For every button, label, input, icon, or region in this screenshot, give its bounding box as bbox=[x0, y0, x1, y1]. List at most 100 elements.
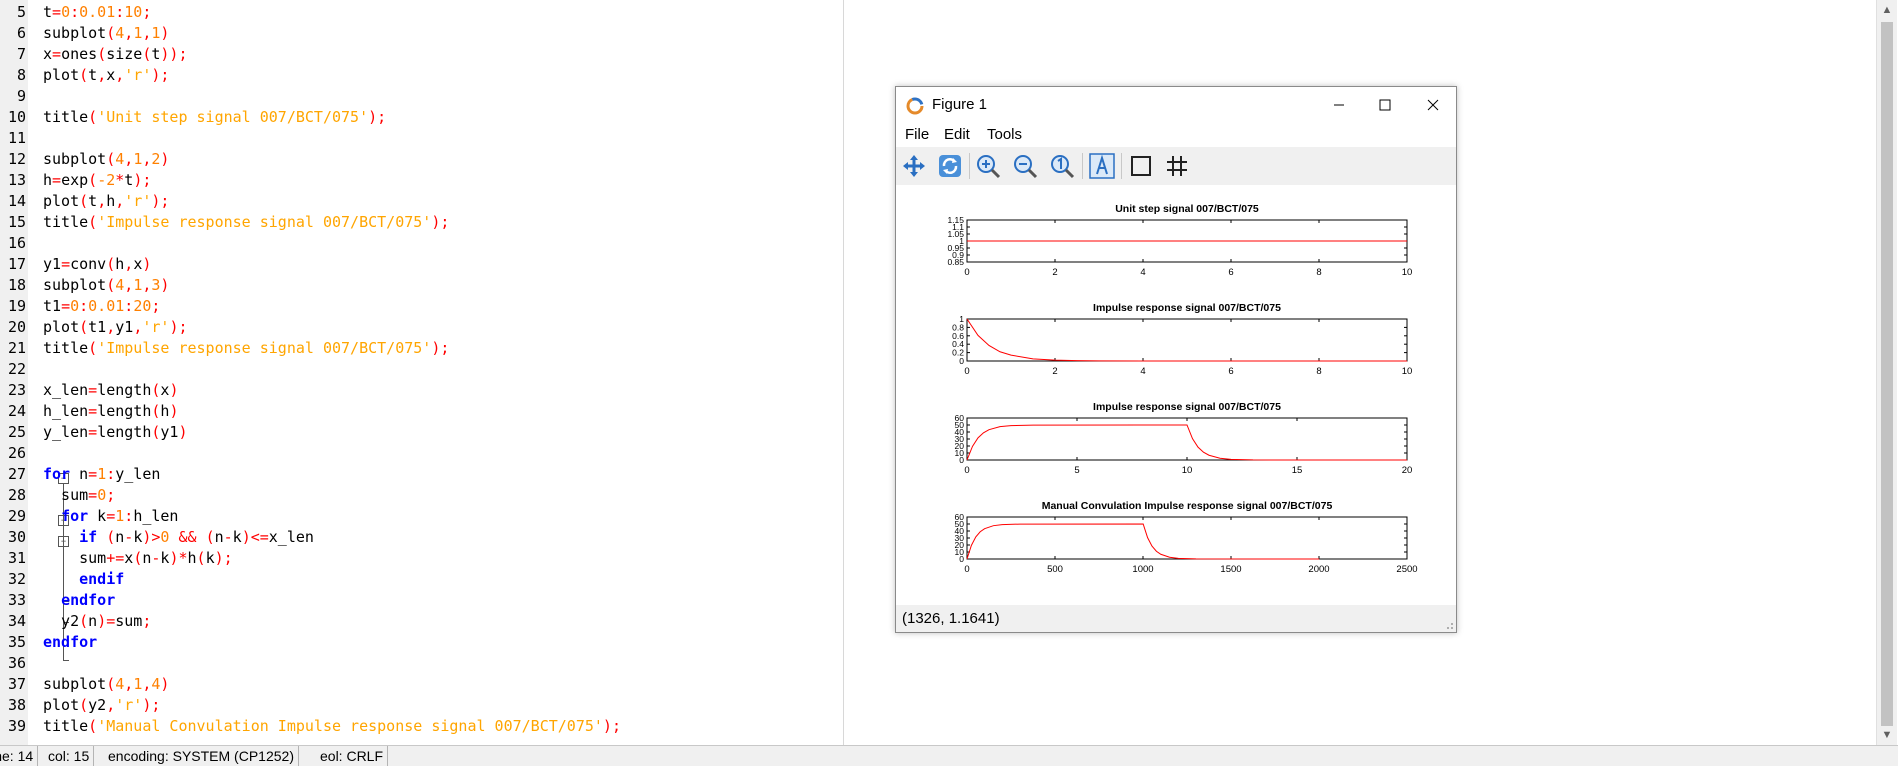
code-token: ( bbox=[88, 108, 98, 126]
code-line[interactable]: for n=1:y_len bbox=[43, 464, 160, 485]
code-line[interactable]: sum+=x(n-k)*h(k); bbox=[43, 548, 233, 569]
menu-tools[interactable]: Tools bbox=[987, 126, 1023, 143]
code-line[interactable]: x_len=length(x) bbox=[43, 380, 178, 401]
x-tick-label: 10 bbox=[1402, 267, 1413, 278]
code-line[interactable]: title('Impulse response signal 007/BCT/0… bbox=[43, 338, 449, 359]
line-number: 9 bbox=[16, 87, 26, 105]
code-token: endif bbox=[79, 570, 125, 588]
toolbar-separator bbox=[1121, 153, 1122, 179]
resize-grip-icon[interactable] bbox=[1444, 620, 1454, 630]
code-line[interactable]: title('Manual Convulation Impulse respon… bbox=[43, 716, 621, 737]
scrollbar-thumb[interactable] bbox=[1881, 22, 1893, 726]
pan-icon[interactable] bbox=[900, 152, 928, 180]
code-token: ; bbox=[142, 612, 152, 630]
vertical-scrollbar[interactable]: ▲ ▼ bbox=[1876, 0, 1897, 745]
maximize-button[interactable] bbox=[1362, 87, 1408, 123]
y-tick-label: 1.05 bbox=[947, 229, 964, 239]
line-number: 14 bbox=[7, 192, 26, 210]
minimize-button[interactable] bbox=[1316, 87, 1362, 123]
x-tick-label: 1000 bbox=[1132, 564, 1153, 575]
code-line[interactable]: x=ones(size(t)); bbox=[43, 44, 188, 65]
code-token: sum bbox=[115, 612, 143, 630]
zoom-in-icon[interactable] bbox=[974, 152, 1002, 180]
y-tick-label: 1 bbox=[959, 236, 964, 246]
code-line[interactable]: y2(n)=sum; bbox=[43, 611, 151, 632]
fold-line bbox=[63, 601, 69, 602]
code-line[interactable]: title('Impulse response signal 007/BCT/0… bbox=[43, 212, 449, 233]
code-token: : bbox=[124, 297, 134, 315]
code-token: , bbox=[133, 318, 143, 336]
code-token: ( bbox=[106, 255, 116, 273]
code-token: ) bbox=[160, 276, 170, 294]
code-line[interactable]: t=0:0.01:10; bbox=[43, 2, 151, 23]
menu-edit[interactable]: Edit bbox=[944, 126, 970, 143]
zoom-out-icon[interactable] bbox=[1011, 152, 1039, 180]
scroll-up-icon[interactable]: ▲ bbox=[1881, 4, 1893, 16]
code-token: ( bbox=[88, 213, 98, 231]
code-token: = bbox=[88, 423, 98, 441]
line-number: 23 bbox=[7, 381, 26, 399]
code-line[interactable]: sum=0; bbox=[43, 485, 115, 506]
y-tick-label: 20 bbox=[955, 540, 965, 550]
code-token: ; bbox=[440, 213, 450, 231]
code-line[interactable]: h=exp(-2*t); bbox=[43, 170, 151, 191]
code-line[interactable]: plot(t,h,'r'); bbox=[43, 191, 169, 212]
code-line[interactable]: title('Unit step signal 007/BCT/075'); bbox=[43, 107, 386, 128]
code-line[interactable]: if (n-k)>0 && (n-k)<=x_len bbox=[43, 527, 314, 548]
code-line[interactable]: y1=conv(h,x) bbox=[43, 254, 151, 275]
x-tick-label: 0 bbox=[964, 564, 969, 575]
code-line[interactable]: endfor bbox=[43, 590, 115, 611]
code-line[interactable]: t1=0:0.01:20; bbox=[43, 296, 160, 317]
line-number: 11 bbox=[7, 129, 26, 147]
box-icon[interactable] bbox=[1127, 152, 1155, 180]
code-token: ( bbox=[106, 675, 116, 693]
code-line[interactable]: plot(t1,y1,'r'); bbox=[43, 317, 188, 338]
code-line[interactable]: subplot(4,1,3) bbox=[43, 275, 169, 296]
code-line[interactable]: subplot(4,1,4) bbox=[43, 674, 169, 695]
code-token: 1 bbox=[115, 507, 125, 525]
code-token: : bbox=[79, 297, 89, 315]
code-line[interactable]: for k=1:h_len bbox=[43, 506, 178, 527]
code-token: n bbox=[142, 549, 152, 567]
code-token: = bbox=[88, 486, 98, 504]
code-token: ) bbox=[151, 192, 161, 210]
scroll-down-icon[interactable]: ▼ bbox=[1881, 729, 1893, 741]
code-line[interactable]: endfor bbox=[43, 632, 97, 653]
text-icon[interactable] bbox=[1088, 152, 1116, 180]
code-line[interactable]: plot(y2,'r'); bbox=[43, 695, 160, 716]
code-line[interactable]: endif bbox=[43, 569, 124, 590]
close-button[interactable] bbox=[1410, 87, 1456, 123]
y-tick-label: 50 bbox=[955, 519, 965, 529]
code-token: ; bbox=[142, 171, 152, 189]
code-line[interactable]: plot(t,x,'r'); bbox=[43, 65, 169, 86]
code-token: subplot bbox=[43, 675, 107, 693]
code-token: 'Impulse response signal 007/BCT/075' bbox=[97, 213, 432, 231]
grid-icon[interactable] bbox=[1163, 152, 1191, 180]
x-tick-label: 10 bbox=[1402, 366, 1413, 377]
code-line[interactable]: h_len=length(h) bbox=[43, 401, 178, 422]
code-line[interactable]: y_len=length(y1) bbox=[43, 422, 188, 443]
code-token: 'r' bbox=[115, 696, 143, 714]
code-token: ones bbox=[61, 45, 98, 63]
line-number: 5 bbox=[16, 3, 26, 21]
menu-file[interactable]: File bbox=[905, 126, 930, 143]
figure-titlebar[interactable]: Figure 1 bbox=[896, 87, 1456, 123]
zoom-reset-icon[interactable] bbox=[1048, 152, 1076, 180]
code-token: k bbox=[232, 528, 242, 546]
code-token: plot bbox=[43, 66, 80, 84]
fold-toggle-icon[interactable]: − bbox=[58, 473, 69, 484]
code-line[interactable]: subplot(4,1,1) bbox=[43, 23, 169, 44]
code-token: ( bbox=[88, 717, 98, 735]
figure-window[interactable]: Figure 1 File Edit Tools bbox=[895, 86, 1457, 633]
code-token: ) bbox=[160, 24, 170, 42]
code-token: , bbox=[124, 675, 134, 693]
rotate-icon[interactable] bbox=[936, 152, 964, 180]
x-tick-label: 2 bbox=[1052, 267, 1057, 278]
edge-column-line bbox=[843, 0, 844, 745]
code-line[interactable]: subplot(4,1,2) bbox=[43, 149, 169, 170]
line-number: 28 bbox=[7, 486, 26, 504]
code-token: length bbox=[97, 402, 152, 420]
series-line bbox=[966, 318, 1407, 362]
code-token: title bbox=[43, 213, 89, 231]
